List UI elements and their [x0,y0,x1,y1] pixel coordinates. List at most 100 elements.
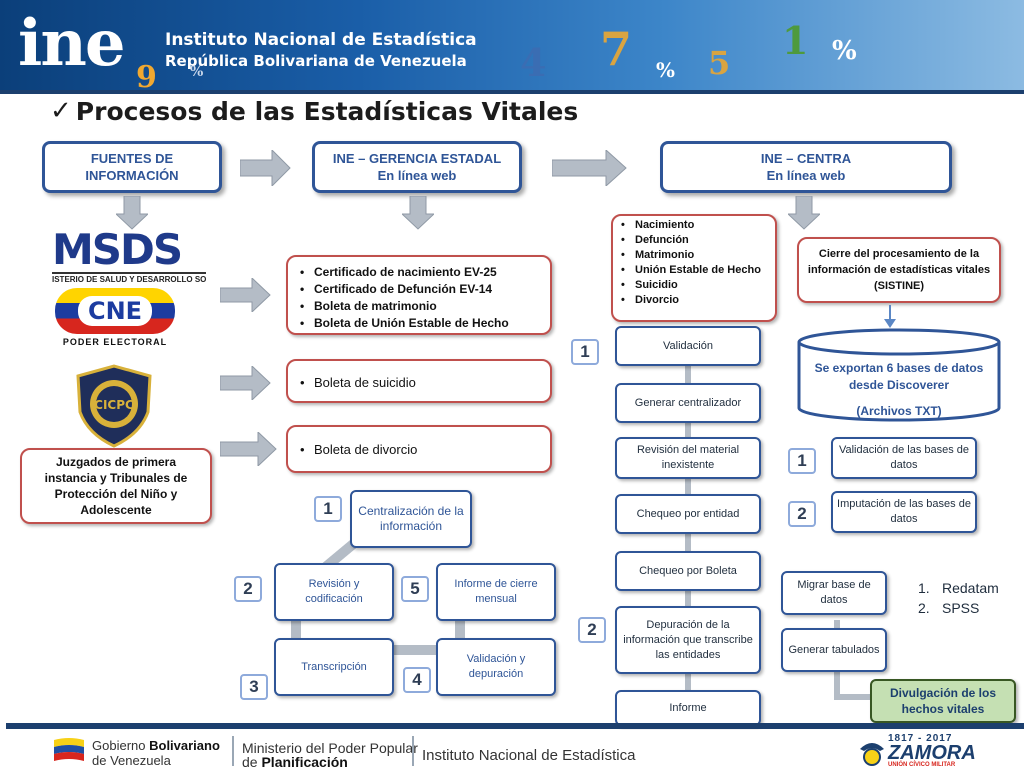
suicide-box: Boleta de suicidio [286,359,552,403]
right-arrow-icon [220,278,271,312]
zamora-logo: 1817 - 2017 ZAMORA UNIÓN CÍVICO MILITAR [858,733,978,768]
tool-name: Redatam [942,580,999,596]
right-connector [834,694,870,700]
cicpc-logo-text: CICPC [94,398,134,412]
list-item: 2.SPSS [918,600,980,616]
cne-badge: CNE [55,288,175,334]
banner-country-name: República Bolivariana de Venezuela [165,52,467,70]
estadal-header-sublabel: En línea web [377,168,457,183]
central-header-box: INE – CENTRA En línea web [660,141,952,193]
divulgacion-label: Divulgación de los hechos vitales [889,686,997,716]
right-arrow-icon [552,150,627,186]
down-arrow-icon [116,196,148,230]
down-arrow-icon [402,196,434,230]
cycle-step-label: Transcripción [301,660,367,673]
migrate-label: Migrar base de datos [797,579,871,606]
central-step-label: Chequeo por Boleta [639,564,737,577]
cne-logo-subtitle: PODER ELECTORAL [62,337,168,347]
banner-institute-name: Instituto Nacional de Estadística [165,30,477,50]
cycle-step-3: Transcripción [274,638,394,696]
list-item: Boleta de divorcio [298,441,540,458]
tabulados-label: Generar tabulados [788,643,880,656]
tabulados-box: Generar tabulados [781,628,887,672]
database-label: Se exportan 6 bases de datos desde Disco… [814,361,984,392]
footer-text: Gobierno [92,738,146,753]
msds-logo-text: MSDS [52,225,183,274]
zamora-hat-icon [860,743,884,766]
central-step-informe: Informe [615,690,761,726]
cierre-box: Cierre del procesamiento de la informaci… [797,237,1001,303]
right-arrow-icon [220,432,277,466]
ine-logo: ine 9 [18,4,157,90]
decor-digit: 4 [520,40,547,85]
down-arrow-icon [788,196,820,230]
central-step-validacion: Validación [615,326,761,366]
central-step-depuracion: Depuración de la información que transcr… [615,606,761,674]
right-step-imputacion: Imputación de las bases de datos [831,491,977,533]
step-number: 2 [788,501,816,527]
footer-separator [232,736,234,766]
cycle-step-5: Informe de cierre mensual [436,563,556,621]
zamora-years: 1817 - 2017 [888,733,953,744]
central-header-label: INE – CENTRA [760,151,852,166]
step-number: 1 [314,496,342,522]
central-step-revision: Revisión del material inexistente [615,437,761,479]
right-arrow-icon [240,150,291,186]
footer-text: de [242,754,258,768]
down-arrow-icon [884,305,896,328]
database-cylinder [797,328,1001,422]
tools-list: 1.Redatam 2.SPSS [918,578,999,618]
footer-ministerio: Ministerio del Poder Popular [242,740,418,756]
footer: Gobierno Bolivariano de Venezuela Minist… [0,730,1024,768]
decor-digit: 7 [600,22,633,76]
footer-ine: Instituto Nacional de Estadística [422,747,636,764]
footer-planificacion: de Planificación [242,754,348,768]
certificates-box: Certificado de nacimiento EV-25 Certific… [286,255,552,335]
footer-separator [412,736,414,766]
central-step-centralizador: Generar centralizador [615,383,761,423]
decor-digit: % [832,36,857,66]
migrate-box: Migrar base de datos [781,571,887,615]
cycle-step-label: Revisión y codificación [305,578,363,605]
central-step-label: Generar centralizador [634,396,742,409]
list-item: Boleta de suicidio [298,374,540,391]
step-number: 2 [578,617,606,643]
header-rule [0,90,1024,94]
header-banner: ine 9 Instituto Nacional de Estadística … [0,0,1024,90]
list-item: Defunción [619,233,767,248]
page-title-text: Procesos de las Estadísticas Vitales [75,96,579,126]
footer-rule [6,723,1024,729]
estadal-header-label: INE – GERENCIA ESTADAL [332,151,502,166]
central-header-sublabel: En línea web [766,168,846,183]
list-item: 1.Redatam [918,580,999,596]
footer-venezuela: de Venezuela [92,753,171,768]
page-title: ✓ Procesos de las Estadísticas Vitales [50,96,578,126]
list-item: Certificado de Defunción EV-14 [298,281,540,298]
step-number: 2 [234,576,262,602]
estadal-header-box: INE – GERENCIA ESTADAL En línea web [312,141,522,193]
judge-source-label: Juzgados de primera instancia y Tribunal… [44,455,188,517]
step-number: 1 [571,339,599,365]
central-step-boleta: Chequeo por Boleta [615,551,761,591]
check-icon: ✓ [50,96,72,126]
event-types-list: Nacimiento Defunción Matrimonio Unión Es… [619,218,767,308]
cierre-label: Cierre del procesamiento de la informaci… [807,248,991,292]
right-step-label: Imputación de las bases de datos [837,498,971,525]
suicide-list: Boleta de suicidio [298,374,540,391]
tool-name: SPSS [942,600,980,616]
central-step-label: Validación [663,339,713,352]
cycle-step-label: Validación y depuración [466,653,526,680]
msds-logo-subtitle: ISTERIO DE SALUD Y DESARROLLO SOCIAL [52,272,206,284]
divulgacion-box: Divulgación de los hechos vitales [870,679,1016,723]
zamora-name: ZAMORA [888,742,976,764]
ine-logo-text: ine [18,6,126,81]
central-step-entidad: Chequeo por entidad [615,494,761,534]
cycle-step-label: Informe de cierre mensual [454,578,538,605]
decor-digit: 1 [782,18,809,63]
step-number: 5 [401,576,429,602]
step-number: 3 [240,674,268,700]
step-number: 1 [788,448,816,474]
fuentes-header-box: FUENTES DE INFORMACIÓN [42,141,222,193]
right-step-label: Validación de las bases de datos [838,444,970,471]
footer-gobierno: Gobierno Bolivariano [92,738,220,753]
